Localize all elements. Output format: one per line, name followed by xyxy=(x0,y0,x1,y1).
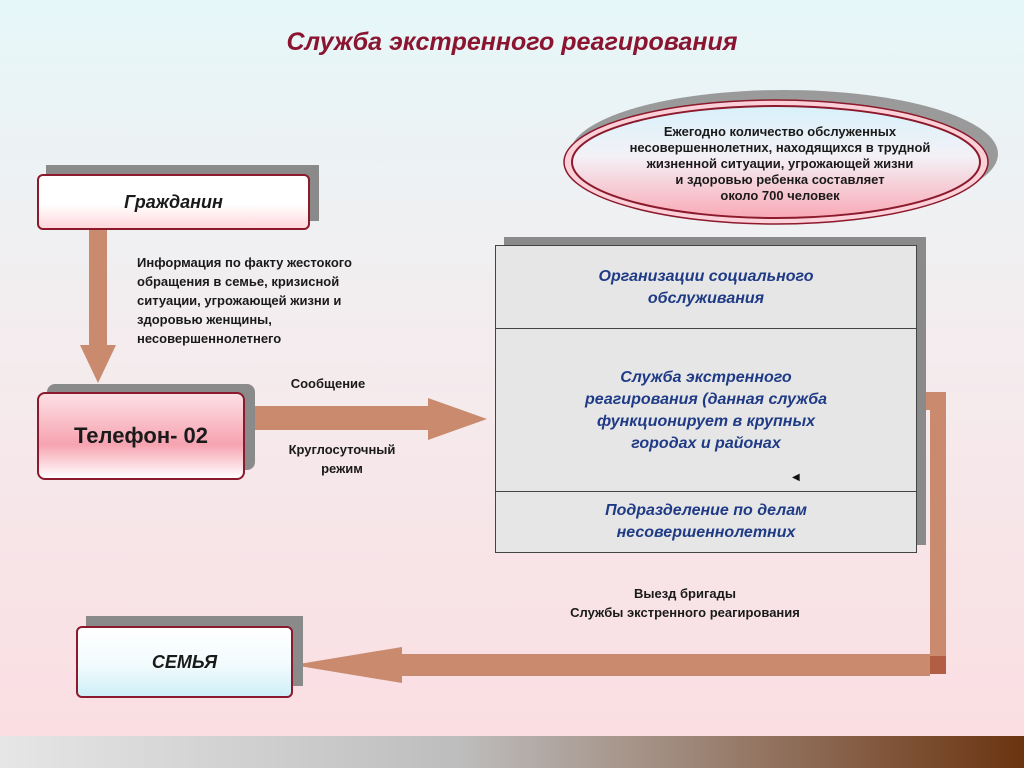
phone-label: Телефон- 02 xyxy=(73,423,209,448)
info-line: здоровью женщины, xyxy=(137,312,272,327)
info-text: Информация по факту жестокого обращения … xyxy=(137,253,417,348)
annual-note-line: несовершеннолетних, находящихся в трудно… xyxy=(629,140,931,155)
info-line: несовершеннолетнего xyxy=(137,331,282,346)
mode-label: Круглосуточный режим xyxy=(262,440,422,478)
organizations-panel: Организации социального обслуживания Слу… xyxy=(495,245,917,553)
org-juvenile-line: несовершеннолетних xyxy=(616,524,796,541)
org-social-line: обслуживания xyxy=(647,289,765,307)
annual-note-ellipse xyxy=(563,90,998,225)
org-emergency-line: городах и районах xyxy=(631,434,781,452)
annual-note-line: Ежегодно количество обслуженных xyxy=(663,124,897,139)
small-left-triangle-icon: ◀ xyxy=(792,472,800,483)
arrow-phone-to-org-shaft xyxy=(246,406,432,430)
org-emergency-line: Служба экстренного xyxy=(620,368,792,386)
info-line: ситуации, угрожающей жизни и xyxy=(137,293,342,308)
annual-note-line: и здоровью ребенка составляет xyxy=(675,172,885,187)
annual-note-text: Ежегодно количество обслуженных несоверш… xyxy=(590,124,970,204)
org-juvenile: Подразделение по делам несовершеннолетни… xyxy=(496,492,916,552)
mode-label-line: режим xyxy=(321,461,363,476)
org-social-line: Организации социального xyxy=(598,267,814,285)
mode-label-line: Круглосуточный xyxy=(288,442,396,457)
arrow-to-family-head xyxy=(293,647,402,683)
org-divider xyxy=(496,491,916,492)
arrow-corner-dark xyxy=(930,656,946,674)
org-juvenile-line: Подразделение по делам xyxy=(605,502,807,519)
dispatch-label-line: Выезд бригады xyxy=(633,586,736,601)
arrow-to-family-shaft xyxy=(398,654,930,676)
family-label: СЕМЬЯ xyxy=(151,651,218,672)
phone-node: Телефон- 02 xyxy=(37,392,245,480)
dispatch-label-line: Службы экстренного реагирования xyxy=(570,605,800,620)
org-divider xyxy=(496,328,916,329)
citizen-node: Гражданин xyxy=(37,174,310,230)
info-line: обращения в семье, кризисной xyxy=(137,274,340,289)
org-emergency-line: реагирования (данная служба xyxy=(584,390,827,408)
org-emergency: Служба экстренного реагирования (данная … xyxy=(496,329,916,492)
org-emergency-line: функционирует в крупных xyxy=(596,412,816,430)
arrow-phone-to-org-head xyxy=(428,398,487,440)
bottom-bar xyxy=(0,736,1024,768)
org-social: Организации социального обслуживания xyxy=(496,246,916,329)
arrow-citizen-to-phone-shaft xyxy=(89,230,107,348)
annual-note-line: жизненной ситуации, угрожающей жизни xyxy=(646,156,914,171)
message-label: Сообщение xyxy=(290,376,366,391)
arrow-org-connector-vertical xyxy=(930,392,946,674)
family-node: СЕМЬЯ xyxy=(76,626,293,698)
dispatch-label: Выезд бригады Службы экстренного реагиро… xyxy=(520,584,850,622)
page-title: Служба экстренного реагирования xyxy=(286,28,738,56)
info-line: Информация по факту жестокого xyxy=(137,255,352,270)
annual-note-line: около 700 человек xyxy=(720,188,840,203)
arrow-citizen-to-phone-head xyxy=(80,345,116,383)
citizen-label: Гражданин xyxy=(124,191,223,212)
